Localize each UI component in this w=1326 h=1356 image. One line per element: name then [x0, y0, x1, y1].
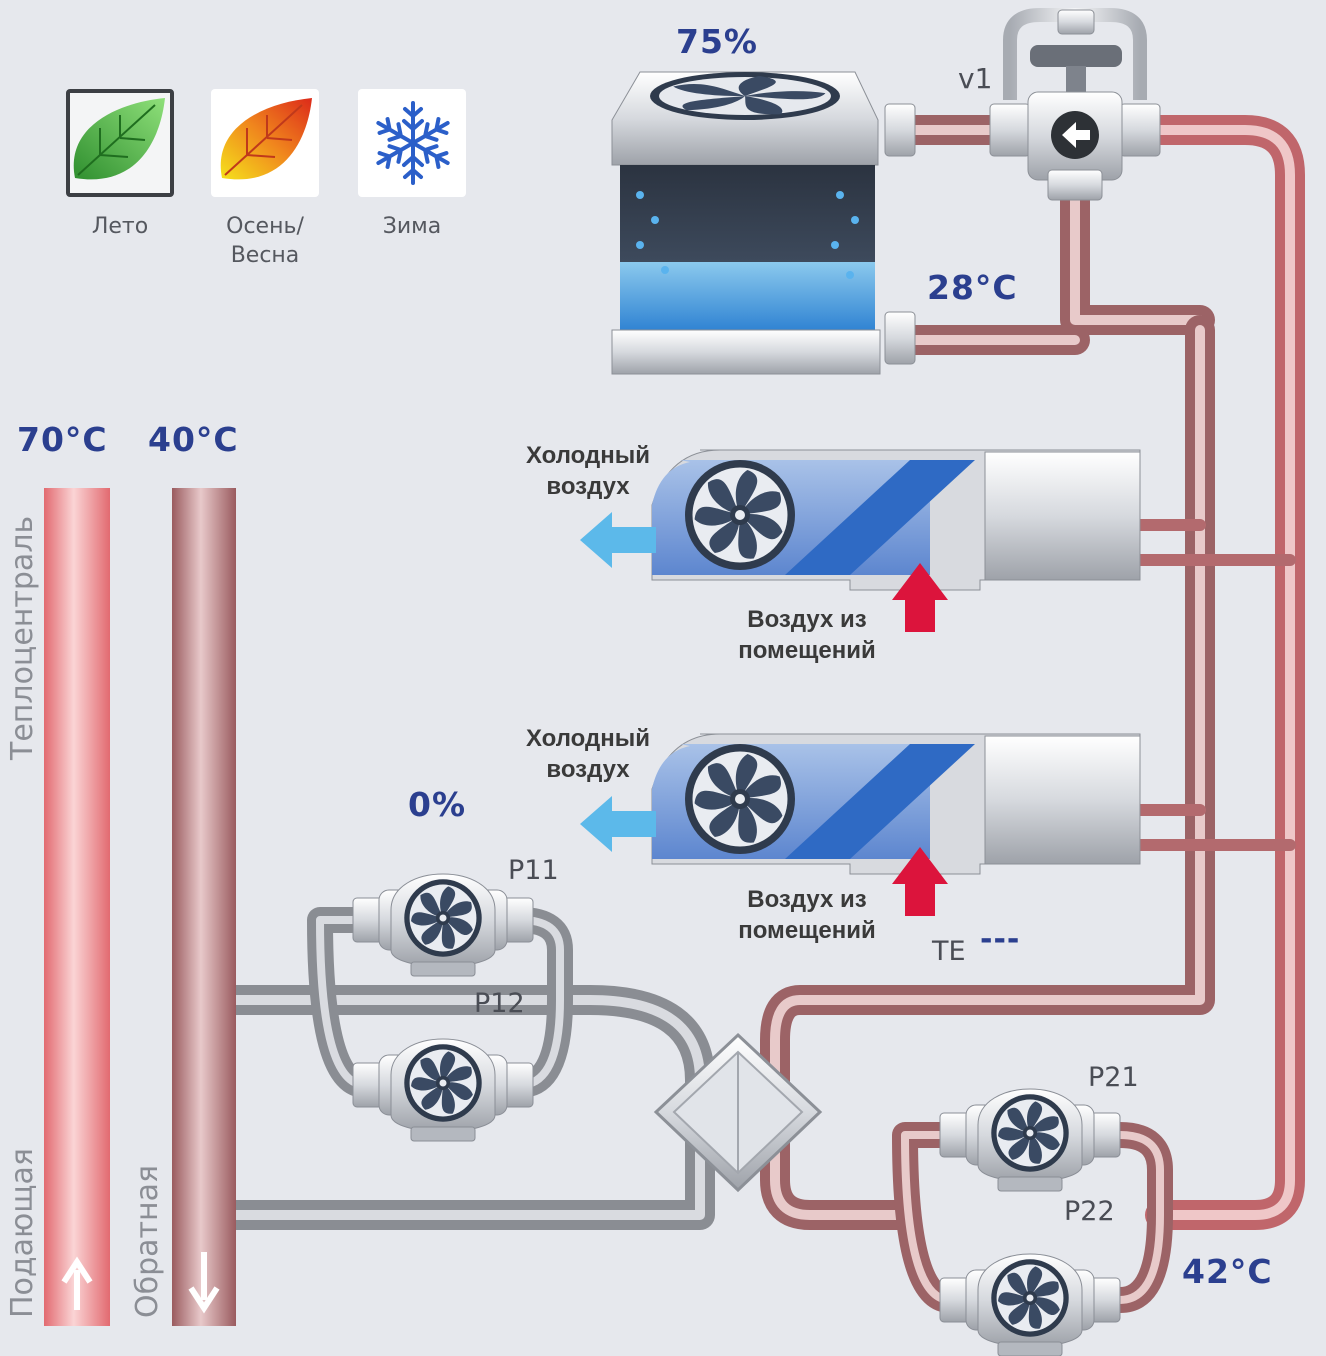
- return-temp: 40°C: [148, 420, 239, 459]
- valve-label: v1: [958, 62, 993, 95]
- pump-p11[interactable]: [353, 874, 533, 976]
- secondary-temp: 42°C: [1182, 1252, 1273, 1291]
- air-handler-2: [580, 733, 1141, 916]
- ahu1-cold-air-label: Холодный воздух: [525, 442, 650, 500]
- heat-central-label: Теплоцентраль: [5, 515, 40, 760]
- pump-p12-label: P12: [474, 988, 525, 1019]
- sensor-te-label: TE: [932, 936, 966, 967]
- return-label: Обратная: [130, 1164, 165, 1318]
- supply-up-arrow-icon: [61, 1256, 93, 1310]
- pump-p22[interactable]: [940, 1254, 1120, 1356]
- autumn-leaf-icon: [220, 98, 312, 180]
- season-winter-label: Зима: [382, 214, 442, 239]
- return-down-arrow-icon: [188, 1252, 220, 1314]
- pump-p11-label: P11: [508, 855, 559, 886]
- plate-heat-exchanger: [653, 1032, 823, 1193]
- pump-p21[interactable]: [940, 1089, 1120, 1191]
- supply-header-pipe: [44, 488, 110, 1326]
- ahu1-room-air-label: Воздух из помещений: [738, 606, 876, 664]
- return-header-pipe: [172, 488, 236, 1326]
- three-way-valve-v1[interactable]: [989, 8, 1161, 201]
- season-autumn-spring-label: Осень/ Весна: [226, 214, 304, 268]
- pump-p22-label: P22: [1064, 1196, 1115, 1227]
- ahu2-room-air-label: Воздух из помещений: [738, 886, 876, 944]
- supply-temp: 70°C: [17, 420, 108, 459]
- cooler-outlet-temp: 28°C: [927, 268, 1018, 307]
- supply-label: Подающая: [5, 1148, 40, 1318]
- snowflake-icon: [371, 101, 455, 185]
- green-leaf-icon: [73, 98, 165, 180]
- air-handler-1: [580, 449, 1141, 632]
- dry-cooler: [611, 71, 916, 375]
- season-summer-label: Лето: [91, 214, 149, 239]
- sensor-te-value: ---: [980, 922, 1021, 957]
- ahu2-cold-air-label: Холодный воздух: [525, 725, 650, 783]
- cold-air-out-arrow-icon: [580, 512, 656, 568]
- pump-p21-label: P21: [1088, 1062, 1139, 1093]
- room-air-in-arrow-icon: [892, 847, 948, 916]
- cooler-fan-percent: 75%: [676, 22, 758, 61]
- cold-air-out-arrow-icon: [580, 796, 656, 852]
- secondary-loop-pipes: [760, 115, 1305, 1313]
- pump-p12[interactable]: [353, 1039, 533, 1141]
- primary-pump-percent: 0%: [408, 785, 467, 824]
- room-air-in-arrow-icon: [892, 563, 948, 632]
